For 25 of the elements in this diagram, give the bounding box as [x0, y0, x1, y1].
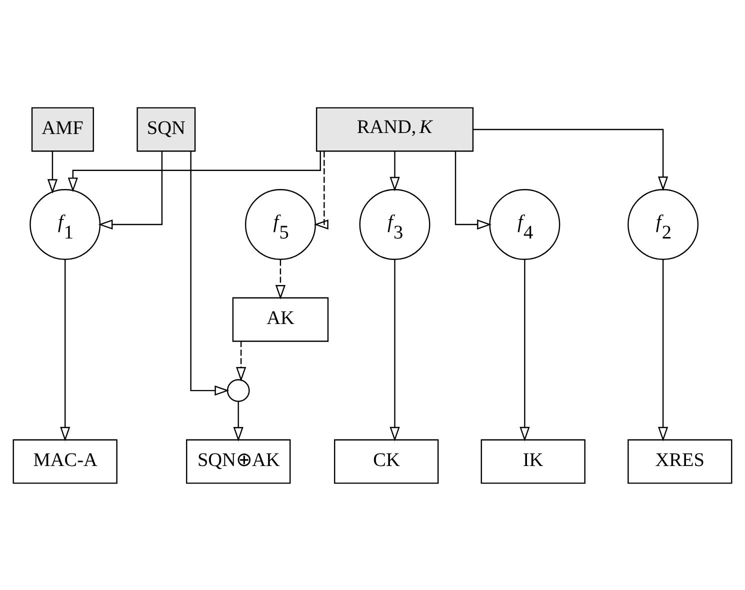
node-box: MAC-A: [12, 438, 118, 484]
node-box: AK: [232, 296, 329, 342]
arrow: [390, 259, 400, 441]
arrow: [275, 259, 286, 299]
arrow: [314, 151, 328, 230]
node-circle: [226, 378, 250, 402]
arrow: [98, 151, 163, 230]
node-box: SQN: [136, 106, 196, 152]
node-box: AMF: [31, 106, 94, 152]
arrow: [190, 150, 230, 396]
arrow: [473, 128, 668, 190]
arrow: [236, 340, 246, 381]
arrow: [520, 259, 530, 441]
arrow: [658, 259, 668, 441]
arrow: [60, 259, 70, 441]
arrow: [47, 151, 58, 194]
arrow: [454, 151, 492, 230]
arrow: [233, 401, 244, 441]
node-box: XRES: [628, 438, 732, 484]
arrow: [390, 151, 400, 191]
node-box: SQN⊕AK: [186, 438, 291, 484]
node-box: RAND, K: [316, 106, 474, 152]
node-box: CK: [334, 438, 439, 484]
arrow: [68, 150, 321, 192]
node-box: IK: [480, 438, 586, 484]
